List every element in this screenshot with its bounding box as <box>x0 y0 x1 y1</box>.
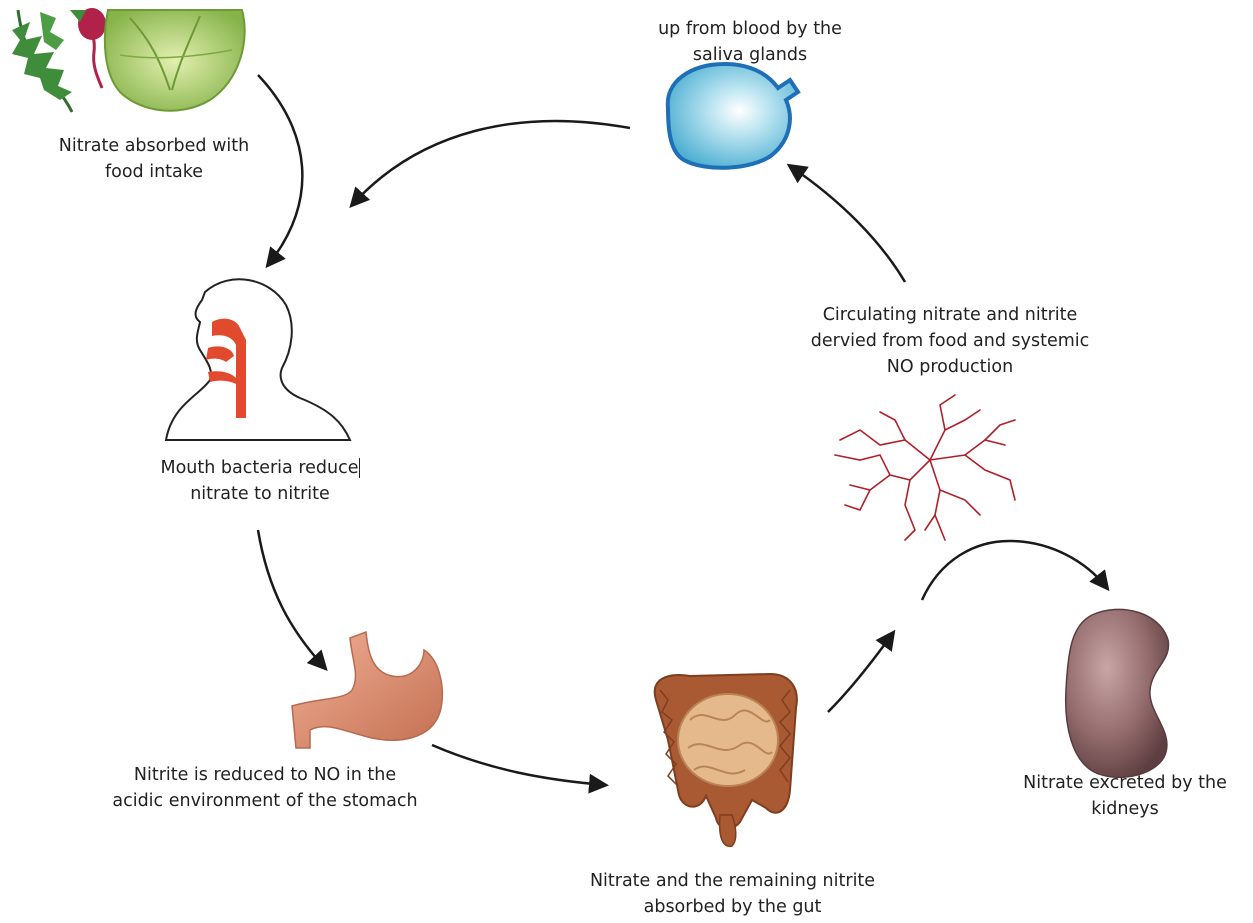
vegetables-icon <box>12 8 245 112</box>
label-mouth-bacteria: Mouth bacteria reduce nitrate to nitrite <box>110 455 410 507</box>
label-gut: Nitrate and the remaining nitrite absorb… <box>545 868 920 920</box>
arrow-circulation-to-saliva <box>790 166 905 282</box>
label-kidneys: Nitrate excreted by the kidneys <box>1000 770 1250 822</box>
label-line: acidic environment of the stomach <box>75 788 455 814</box>
stomach-icon <box>292 632 442 748</box>
label-line: Mouth bacteria reduce <box>110 455 410 481</box>
label-line: Nitrate and the remaining nitrite <box>545 868 920 894</box>
label-food-intake: Nitrate absorbed with food intake <box>20 133 288 185</box>
intestines-icon <box>655 674 797 846</box>
label-line: NO production <box>775 354 1125 380</box>
label-line: Nitrate excreted by the <box>1000 770 1250 796</box>
label-line: nitrate to nitrite <box>110 481 410 507</box>
label-line: Circulating nitrate and nitrite <box>775 302 1125 328</box>
arrow-circulation-to-kidneys <box>922 541 1107 600</box>
head-profile-icon <box>166 279 350 440</box>
label-line: saliva glands <box>600 42 900 68</box>
label-line: food intake <box>20 159 288 185</box>
kidney-icon <box>1066 609 1169 777</box>
arrow-mouth-to-stomach <box>258 530 325 668</box>
blood-vessels-icon <box>835 395 1015 540</box>
arrow-saliva-to-mouth <box>352 121 630 205</box>
arrow-stomach-to-gut <box>432 745 605 785</box>
arrow-gut-to-circulation <box>828 633 893 712</box>
label-stomach: Nitrite is reduced to NO in the acidic e… <box>75 762 455 814</box>
label-line: Nitrite is reduced to NO in the <box>75 762 455 788</box>
label-line: kidneys <box>1000 796 1250 822</box>
label-line: absorbed by the gut <box>545 894 920 920</box>
label-line: Nitrate absorbed with <box>20 133 288 159</box>
label-saliva-glands: up from blood by the saliva glands <box>600 16 900 68</box>
label-circulation: Circulating nitrate and nitrite dervied … <box>775 302 1125 380</box>
saliva-gland-icon <box>668 64 798 168</box>
label-line: up from blood by the <box>600 16 900 42</box>
label-line: dervied from food and systemic <box>775 328 1125 354</box>
text-cursor: Mouth bacteria reduce <box>160 458 359 478</box>
